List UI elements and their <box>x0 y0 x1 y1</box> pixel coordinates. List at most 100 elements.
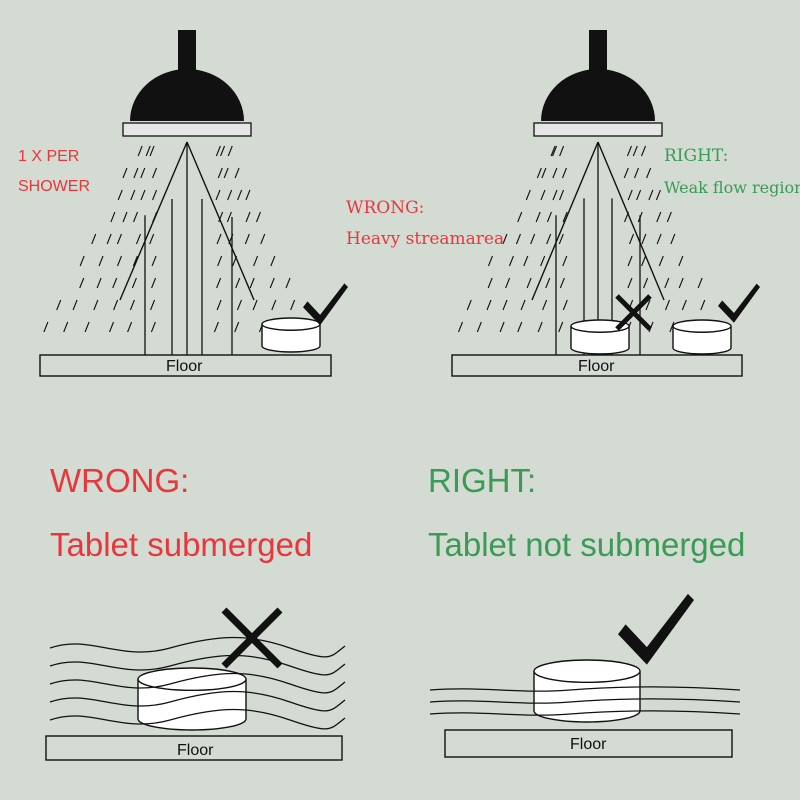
water-wave-line <box>429 686 741 692</box>
water-droplet-dash <box>151 255 157 267</box>
water-droplet-dash <box>116 255 123 267</box>
water-droplet-dash <box>237 189 243 201</box>
shower-pipe <box>589 30 607 72</box>
water-droplet-dash <box>226 211 232 223</box>
water-droplet-dash <box>487 255 493 267</box>
water-droplet-dash <box>43 321 49 333</box>
water-droplet-dash <box>234 321 240 333</box>
water-droplet-dash <box>486 299 492 311</box>
tablet-body <box>261 324 321 353</box>
water-droplet-dash <box>552 167 558 179</box>
wrong-title: WRONG: <box>346 198 425 218</box>
water-droplet-dash <box>648 189 654 201</box>
water-droplet-dash <box>545 277 551 289</box>
water-droplet-dash <box>122 167 128 179</box>
water-droplet-dash <box>697 277 703 289</box>
water-droplet-dash <box>656 211 662 223</box>
water-droplet-dash <box>109 321 115 333</box>
water-droplet-dash <box>627 277 633 289</box>
water-droplet-dash <box>629 233 635 245</box>
water-droplet-dash <box>559 277 565 289</box>
check-icon <box>718 283 760 323</box>
shower-head-plate <box>122 122 252 137</box>
water-droplet-dash <box>540 255 546 267</box>
water-droplet-dash <box>235 277 241 289</box>
water-droplet-dash <box>117 189 123 201</box>
water-droplet-dash <box>215 145 221 157</box>
water-droplet-dash <box>98 255 104 267</box>
water-droplet-dash <box>150 321 156 333</box>
water-droplet-dash <box>641 145 647 157</box>
water-droplet-dash <box>502 233 508 245</box>
water-droplet-dash <box>133 211 139 223</box>
water-droplet-dash <box>216 233 222 245</box>
water-droplet-dash <box>562 255 568 267</box>
water-droplet-dash <box>623 167 629 179</box>
water-droplet-dash <box>645 299 651 311</box>
water-droplet-dash <box>152 167 158 179</box>
water-droplet-dash <box>149 145 155 157</box>
water-droplet-dash <box>252 299 258 311</box>
water-droplet-dash <box>658 255 664 267</box>
bottom-right-title: RIGHT: <box>428 462 537 499</box>
water-droplet-dash <box>217 167 223 179</box>
water-droplet-dash <box>56 299 62 311</box>
water-wave-line <box>49 690 346 712</box>
water-droplet-dash <box>132 255 138 267</box>
submerged-panel <box>45 607 346 761</box>
water-stream-line <box>119 141 188 301</box>
water-droplet-dash <box>559 145 565 157</box>
water-stream-line <box>531 141 599 301</box>
water-droplet-dash <box>131 277 137 289</box>
water-droplet-dash <box>632 145 638 157</box>
water-droplet-dash <box>541 167 547 179</box>
water-wave-line <box>49 654 346 676</box>
water-droplet-dash <box>505 277 511 289</box>
water-droplet-dash <box>255 211 261 223</box>
water-droplet-dash <box>558 233 564 245</box>
water-droplet-dash <box>236 299 242 311</box>
cross-icon <box>221 607 283 669</box>
water-droplet-dash <box>664 299 671 311</box>
water-droplet-dash <box>487 277 493 289</box>
tablet-top <box>261 317 321 331</box>
water-droplet-dash <box>227 145 233 157</box>
water-droplet-dash <box>561 167 567 179</box>
water-wave-line <box>49 636 346 658</box>
water-droplet-dash <box>656 233 662 245</box>
water-droplet-dash <box>523 255 529 267</box>
water-droplet-dash <box>536 167 542 179</box>
water-droplet-dash <box>110 211 116 223</box>
water-droplet-dash <box>218 211 224 223</box>
water-droplet-dash <box>113 299 119 311</box>
water-wave-line <box>49 708 346 730</box>
water-droplet-dash <box>216 299 222 311</box>
water-droplet-dash <box>137 145 143 157</box>
water-wave-line <box>49 672 346 694</box>
water-droplet-dash <box>558 321 564 333</box>
water-droplet-dash <box>135 233 142 245</box>
tablet-body <box>672 326 732 355</box>
water-droplet-dash <box>643 277 649 289</box>
floor-slab <box>39 354 332 377</box>
water-wave-line <box>429 710 741 716</box>
water-droplet-dash <box>215 189 221 201</box>
water-droplet-dash <box>91 233 97 245</box>
tablet-top <box>533 659 641 684</box>
water-droplet-dash <box>216 277 222 289</box>
bottom-wrong-caption: Tablet submerged <box>50 526 313 563</box>
water-droplet-dash <box>636 189 642 201</box>
water-droplet-dash <box>290 299 296 311</box>
water-droplet-dash <box>133 167 139 179</box>
water-droplet-dash <box>678 277 684 289</box>
water-droplet-dash <box>627 255 633 267</box>
cross-icon <box>615 294 652 331</box>
water-droplet-dash <box>84 321 90 333</box>
water-droplet-dash <box>678 255 684 267</box>
water-droplet-dash <box>130 189 136 201</box>
floor-label: Floor <box>177 742 214 759</box>
shower-head-dome <box>541 69 655 121</box>
water-droplet-dash <box>79 255 85 267</box>
water-droplet-dash <box>270 255 276 267</box>
